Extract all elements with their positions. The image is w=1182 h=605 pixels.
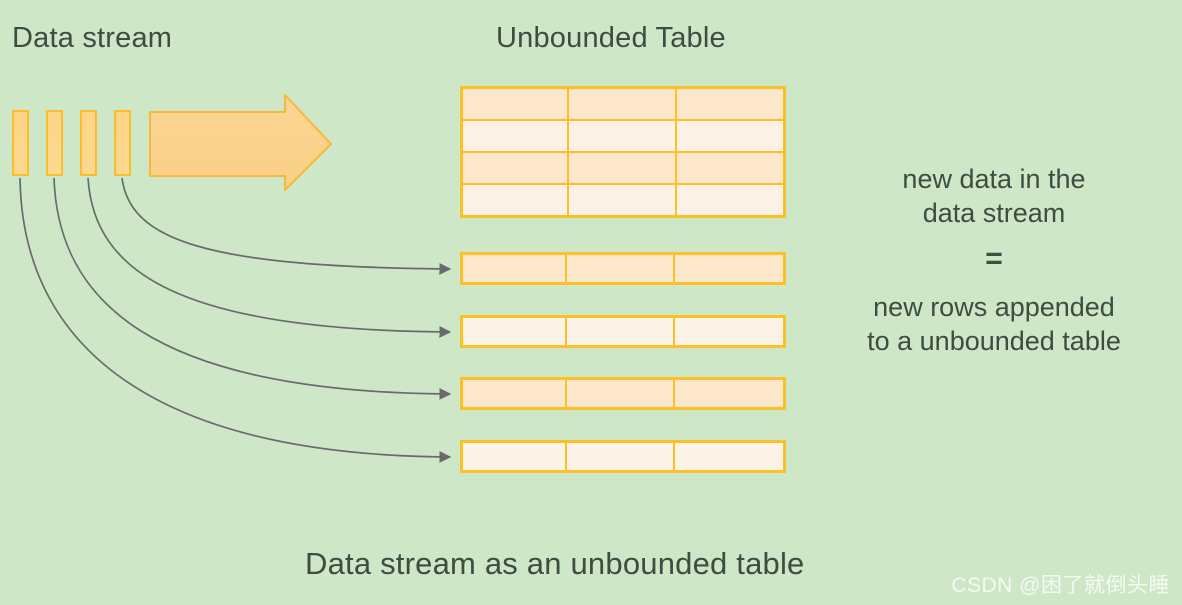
appended-row-cell xyxy=(463,255,567,282)
table-row xyxy=(463,89,783,121)
appended-row-cell xyxy=(675,255,783,282)
table-cell xyxy=(463,89,569,119)
appended-row-cell xyxy=(675,380,783,407)
table-cell xyxy=(569,121,677,151)
table-row xyxy=(463,185,783,215)
appended-row-cell xyxy=(463,318,567,345)
unbounded-table-title: Unbounded Table xyxy=(496,22,726,54)
stream-bar-3 xyxy=(80,110,97,176)
appended-row-1 xyxy=(460,252,786,285)
appended-row-cell xyxy=(675,443,783,470)
appended-row-3 xyxy=(460,377,786,410)
appended-row-cell xyxy=(567,443,675,470)
table-cell xyxy=(677,153,783,183)
appended-row-2 xyxy=(460,315,786,348)
table-cell xyxy=(569,153,677,183)
equals-sign: = xyxy=(985,242,1003,275)
equation-block: new data in the data stream = new rows a… xyxy=(836,162,1152,358)
table-row xyxy=(463,153,783,185)
connector-bar4-to-row1 xyxy=(121,177,452,275)
stream-bar-2 xyxy=(46,110,63,176)
table-cell xyxy=(677,89,783,119)
connector-bar3-to-row2 xyxy=(87,177,452,338)
stream-bar-4 xyxy=(114,110,131,176)
table-cell xyxy=(569,89,677,119)
appended-row-cell xyxy=(463,443,567,470)
equation-line-4: to a unbounded table xyxy=(867,326,1121,356)
table-cell xyxy=(569,185,677,215)
appended-row-cell xyxy=(567,318,675,345)
appended-row-cell xyxy=(463,380,567,407)
diagram-caption: Data stream as an unbounded table xyxy=(305,546,805,581)
connector-bar1-to-row4 xyxy=(19,177,452,463)
appended-row-cell xyxy=(567,380,675,407)
appended-row-cell xyxy=(675,318,783,345)
table-cell xyxy=(463,185,569,215)
appended-row-4 xyxy=(460,440,786,473)
table-cell xyxy=(677,121,783,151)
connector-bar2-to-row3 xyxy=(53,177,452,400)
table-cell xyxy=(463,121,569,151)
flow-arrow-right-icon xyxy=(149,94,332,191)
table-row xyxy=(463,121,783,153)
equation-line-2: data stream xyxy=(922,198,1066,228)
appended-row-cell xyxy=(567,255,675,282)
unbounded-table xyxy=(460,86,786,218)
data-stream-title: Data stream xyxy=(12,22,173,54)
table-cell xyxy=(463,153,569,183)
watermark: CSDN @困了就倒头睡 xyxy=(951,574,1170,597)
stream-bar-1 xyxy=(12,110,29,176)
equation-line-1: new data in the xyxy=(902,164,1086,194)
equation-line-3: new rows appended xyxy=(873,292,1115,322)
table-cell xyxy=(677,185,783,215)
